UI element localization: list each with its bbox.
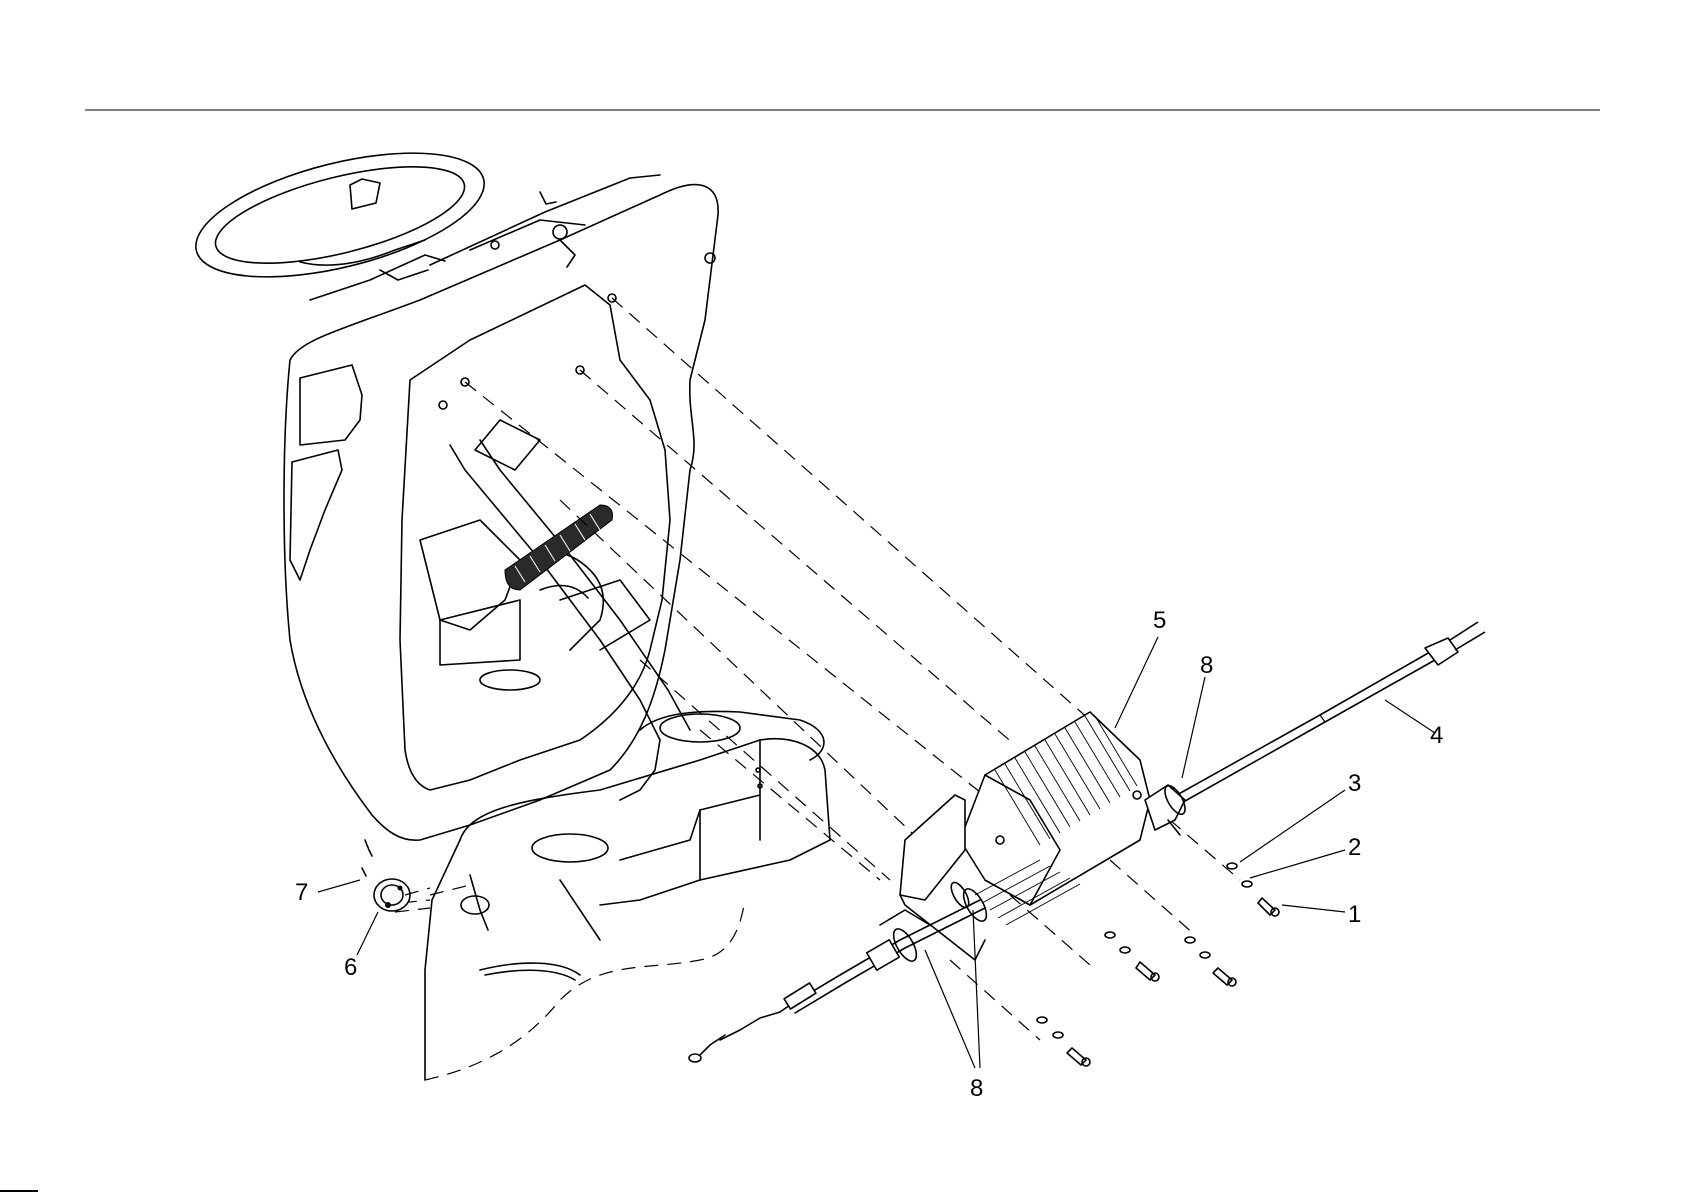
callout-2: 2 [1348,834,1361,861]
assembly-lines [465,298,1240,1040]
charger-unit [900,712,1150,960]
callout-3: 3 [1348,770,1361,797]
callout-7: 7 [295,879,308,906]
output-cable [689,880,991,1062]
knob-assembly [362,840,430,912]
callout-8-upper: 8 [1200,652,1213,679]
front-console-housing [284,175,718,840]
callout-1: 1 [1348,901,1361,928]
callout-8-lower: 8 [970,1075,983,1102]
callout-4: 4 [1430,722,1443,749]
callout-labels: 1 2 3 4 5 6 7 8 8 [295,607,1443,1102]
hidden-base-outline [425,900,745,1080]
callout-6: 6 [344,954,357,981]
callout-leaders [318,637,1435,1068]
steering-wheel [184,129,496,302]
fasteners [1037,863,1279,1066]
seat-base-frame [425,711,830,1080]
internal-steering-column [420,420,690,800]
callout-5: 5 [1153,607,1166,634]
